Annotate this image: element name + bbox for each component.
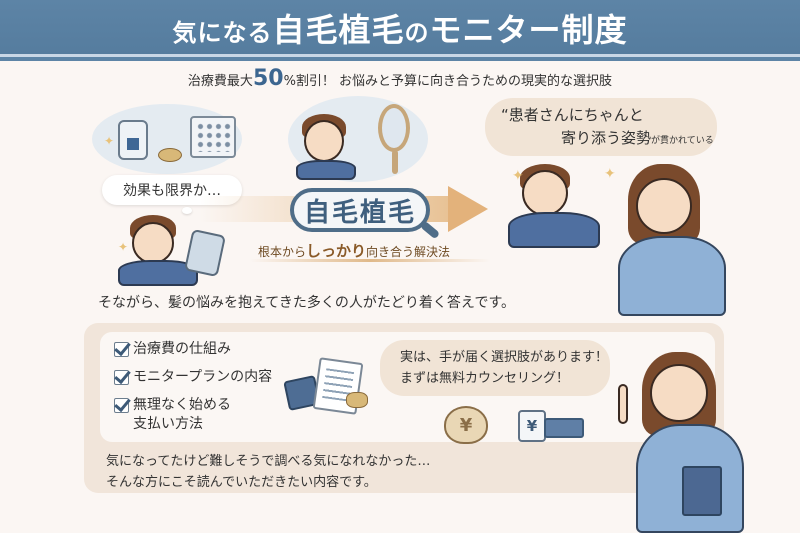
- checklist-item: 治療費の仕組み: [114, 340, 272, 358]
- man-shirt: [296, 160, 356, 180]
- happy-man-avatar: [522, 170, 568, 216]
- arrow-right-icon: [448, 186, 488, 232]
- nurse-avatar: [636, 178, 692, 234]
- pointing-finger: [618, 384, 628, 424]
- checklist-item: 無理なく始める支払い方法: [114, 396, 272, 432]
- clipboard-icon: [682, 466, 722, 516]
- credit-card-icon: [544, 418, 584, 438]
- header-divider-light: [0, 54, 800, 57]
- magnifier-handle-icon: [419, 220, 441, 240]
- tagline-underline: [250, 259, 490, 262]
- bridge-text: そながら、髪の悩みを抱えてきた多くの人がたどり着く答えです。: [98, 295, 516, 311]
- checklist: 治療費の仕組み モニタープランの内容 無理なく始める支払い方法: [114, 340, 272, 443]
- checkbox-checked-icon: [114, 370, 129, 386]
- money-bag-icon: ¥: [444, 406, 488, 444]
- sparkle-icon: ✦: [104, 134, 115, 148]
- thought-dot: [182, 207, 192, 214]
- keyword-magnifier: 自毛植毛: [290, 188, 430, 232]
- worried-man-avatar: [132, 222, 174, 264]
- man-shirt: [508, 212, 600, 248]
- sparkle-icon: ✦: [512, 168, 524, 184]
- pill-pack-icon: [190, 116, 236, 158]
- checkbox-checked-icon: [114, 398, 129, 414]
- checklist-item: モニタープランの内容: [114, 368, 272, 386]
- mirror-handle: [392, 150, 398, 174]
- sparkle-icon: ✦: [604, 166, 616, 182]
- panel-footer-text: 気になってたけど難しそうで調べる気になれなかった… そんな方にこそ読んでいただき…: [106, 454, 431, 490]
- title-banner: 気になる自毛植毛のモニター制度: [0, 0, 800, 56]
- coins-icon: [346, 392, 368, 408]
- nurse-uniform: [618, 236, 726, 316]
- page-title: 気になる自毛植毛のモニター制度: [172, 11, 628, 49]
- counseling-bubble: 実は、手が届く選択肢があります！ まずは無料カウンセリング！: [380, 340, 610, 396]
- checkbox-checked-icon: [114, 342, 129, 357]
- lotion-bottle-icon: [118, 120, 148, 160]
- yen-card-icon: ¥: [518, 410, 546, 442]
- thinking-man-avatar: [304, 120, 344, 162]
- header-divider-dark: [0, 57, 800, 61]
- subtitle: 治療費最大50%割引！ お悩みと予算に向き合うための現実的な選択肢: [187, 66, 613, 91]
- sparkle-icon: ✦: [118, 240, 129, 254]
- magnifying-mirror-icon: [378, 104, 410, 152]
- testimonial-bubble: “患者さんにちゃんと 寄り添う姿勢が貫かれている: [485, 98, 717, 156]
- nurse-avatar: [650, 364, 708, 422]
- tagline: 根本からしっかり向き合う解決法: [258, 242, 451, 260]
- hand-mirror-icon: [184, 228, 226, 278]
- coins-icon: [158, 148, 182, 162]
